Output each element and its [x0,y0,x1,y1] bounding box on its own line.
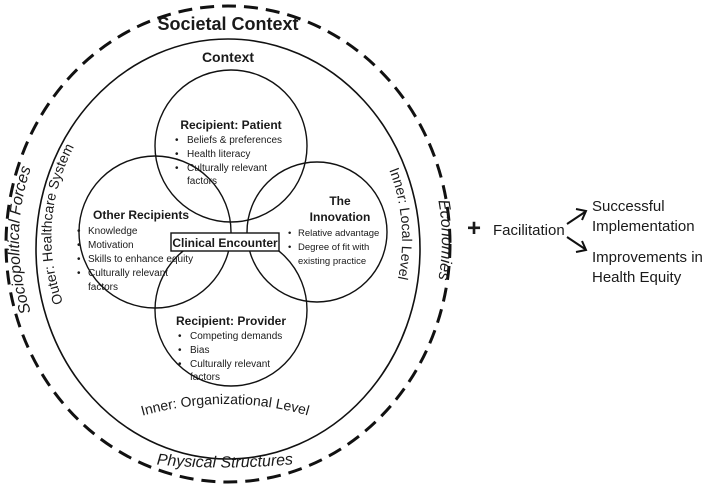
inner-org-text: Inner: Organizational Level [139,391,311,419]
patient-item-4: factors [187,176,217,187]
patient-item-2: Health literacy [187,149,250,160]
outcome-improvements: Improvements in [592,249,703,266]
outcome-health-equity: Health Equity [592,269,682,286]
other-list: • Knowledge • Motivation • Skills to enh… [77,226,193,293]
patient-title: Recipient: Patient [180,118,281,132]
context-boundary [35,38,421,460]
provider-list: • Competing demands • Bias • Culturally … [178,331,282,383]
patient-bullet-3: • [175,163,179,174]
innovation-title-1: The [329,194,351,208]
provider-item-4: factors [190,372,220,383]
provider-title: Recipient: Provider [176,314,286,328]
arrow-down [566,236,588,253]
other-bullet-2: • [77,240,81,251]
other-bullet-1: • [77,226,81,237]
patient-item-1: Beliefs & preferences [187,135,282,146]
patient-bullet-1: • [175,135,179,146]
innovation-item-2: Degree of fit with [298,242,369,253]
physical-structures-text: Physical Structures [156,451,293,471]
innovation-list: • Relative advantage • Degree of fit wit… [288,228,379,267]
facilitation-label: Facilitation [493,222,565,239]
other-bullet-4: • [77,268,81,279]
other-bullet-3: • [77,254,81,265]
societal-context-boundary [4,4,452,484]
arrow-up [566,208,588,225]
innovation-bullet-1: • [288,228,291,239]
other-item-1: Knowledge [88,226,138,237]
provider-bullet-2: • [178,345,182,356]
innovation-item-3: existing practice [298,256,366,267]
innovation-circle [246,161,388,303]
provider-bullet-3: • [178,359,182,370]
clinical-encounter-box [170,232,280,252]
patient-list: • Beliefs & preferences • Health literac… [175,135,282,187]
other-item-2: Motivation [88,240,134,251]
economies-text: Economies [434,199,454,282]
plus-sign: + [467,215,481,242]
clinical-encounter-label: Clinical Encounter [172,236,278,250]
innovation-item-1: Relative advantage [298,228,379,239]
inner-org-label: Inner: Organizational Level [139,391,311,419]
outcome-successful: Successful [592,198,665,215]
societal-context-label: Societal Context [157,14,298,34]
other-title: Other Recipients [93,208,189,222]
patient-bullet-2: • [175,149,179,160]
economies-label: Economies [434,199,454,282]
other-item-5: factors [88,282,118,293]
outer-system-text: Outer: Healthcare System [38,141,76,307]
outcome-implementation: Implementation [592,218,695,235]
physical-structures-label: Physical Structures [156,451,293,471]
other-item-4: Culturally relevant [88,268,168,279]
patient-circle [154,69,308,223]
other-item-3: Skills to enhance equity [88,254,193,265]
provider-item-3: Culturally relevant [190,359,270,370]
innovation-bullet-2: • [288,242,291,253]
provider-item-1: Competing demands [190,331,282,342]
provider-bullet-1: • [178,331,182,342]
patient-item-3: Culturally relevant [187,163,267,174]
outer-system-label: Outer: Healthcare System [38,141,76,307]
context-label: Context [202,49,254,65]
provider-item-2: Bias [190,345,209,356]
innovation-title-2: Innovation [310,210,371,224]
